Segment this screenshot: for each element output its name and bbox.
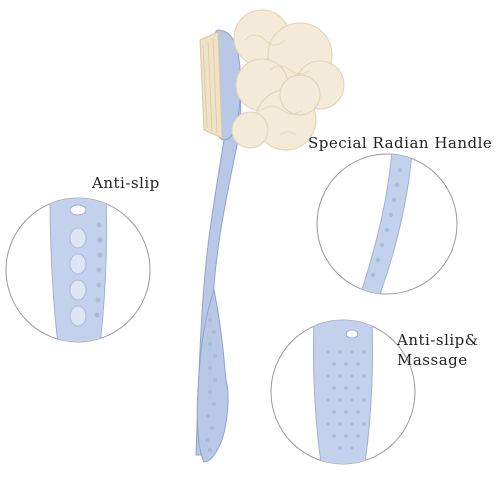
special-handle-label: Special Radian Handle bbox=[308, 134, 493, 152]
massage-zoom-circle bbox=[270, 319, 416, 465]
anti-slip-massage-line2: Massage bbox=[397, 351, 468, 369]
anti-slip-zoom-circle bbox=[5, 197, 151, 343]
loofah-puff bbox=[231, 9, 345, 151]
anti-slip-massage-line1: Anti-slip& bbox=[397, 331, 479, 349]
handle-zoom-circle bbox=[316, 153, 458, 295]
brush-handle bbox=[195, 29, 242, 463]
anti-slip-label: Anti-slip bbox=[92, 174, 160, 192]
anti-slip-massage-label: Anti-slip& Massage bbox=[397, 330, 479, 370]
brush-bristles bbox=[199, 31, 223, 139]
